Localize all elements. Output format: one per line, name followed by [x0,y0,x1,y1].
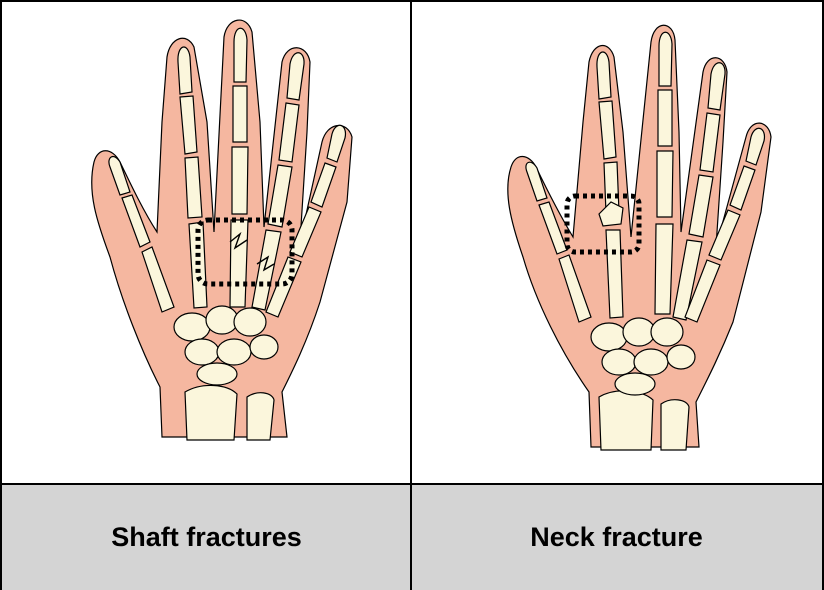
radius-bone [185,385,237,440]
shaft-fracture-label: Shaft fractures [111,522,302,553]
shaft-fracture-hand-illustration [2,2,409,482]
shaft-fracture-label-cell: Shaft fractures [2,484,411,590]
radius-bone [599,391,653,450]
ulna-bone [661,400,689,450]
neck-fracture-label: Neck fracture [530,522,703,553]
shaft-fracture-image-cell [2,2,411,484]
neck-fracture-label-cell: Neck fracture [411,484,822,590]
neck-fracture-image-cell [411,2,822,484]
row-divider [2,483,822,485]
neck-fracture-hand-illustration [411,2,822,482]
column-divider [410,2,412,590]
ulna-bone [247,393,274,440]
